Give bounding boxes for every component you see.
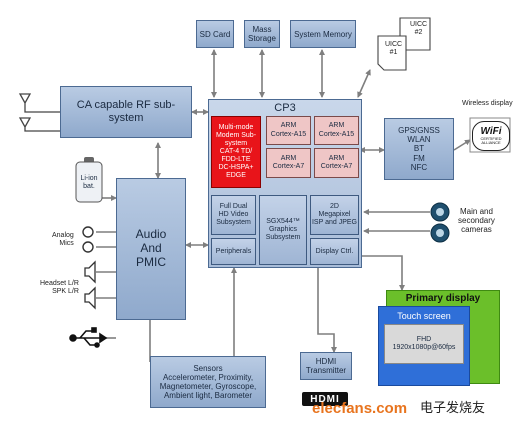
hdmi-transmitter-block: HDMI Transmitter bbox=[300, 352, 352, 380]
system-memory-block: System Memory bbox=[290, 20, 356, 48]
core-a7-2-label: ARM Cortex-A7 bbox=[320, 154, 353, 170]
graphics-subsystem-label: SGX544™ Graphics Subsystem bbox=[265, 217, 301, 242]
watermark-text: elecfans.com bbox=[312, 400, 408, 417]
modem-subsystem-label: Multi-mode Modem Sub- system CAT-4 TD/ F… bbox=[215, 123, 257, 180]
hdmi-logo-text: HDMI bbox=[310, 393, 340, 405]
wifi-logo-sub: CERTIFIED bbox=[480, 136, 502, 141]
audio-pmic-label: Audio And PMIC bbox=[135, 227, 167, 269]
uicc-cards bbox=[377, 17, 431, 71]
sensors-block: Sensors Accelerometer, Proximity, Magnet… bbox=[150, 356, 266, 408]
connectivity-block: GPS/GNSS WLAN BT FM NFC bbox=[384, 118, 454, 180]
rf-subsystem-label: CA capable RF sub- system bbox=[76, 99, 176, 124]
arrow-sensors bbox=[231, 267, 251, 365]
hdmi-logo-icon: HDMI bbox=[302, 392, 348, 406]
core-a15-1-label: ARM Cortex-A15 bbox=[270, 122, 307, 138]
battery-label-box: Li-ion bat. bbox=[76, 168, 102, 198]
speaker-icons bbox=[84, 260, 96, 310]
arrow-display bbox=[362, 255, 405, 291]
primary-display-label: Primary display bbox=[405, 293, 481, 304]
modem-subsystem-block: Multi-mode Modem Sub- system CAT-4 TD/ F… bbox=[211, 116, 261, 188]
cp3-title: CP3 bbox=[274, 102, 296, 114]
core-a15-2: ARM Cortex-A15 bbox=[314, 116, 359, 145]
mic-icon-1 bbox=[82, 226, 94, 238]
watermark-cn-text: 电子发烧友 bbox=[420, 400, 486, 415]
display-ctrl-block: Display Ctrl. bbox=[310, 238, 359, 265]
antenna-icons bbox=[18, 93, 60, 132]
isp-jpeg-block: 2D Megapixel ISP and JPEG bbox=[310, 195, 359, 235]
fhd-panel: FHD 1920x1080p@60fps bbox=[384, 324, 464, 364]
rf-subsystem-block: CA capable RF sub- system bbox=[60, 86, 192, 138]
usb-icon bbox=[69, 327, 108, 348]
sd-card-label: SD Card bbox=[199, 29, 231, 39]
mic-icon-2 bbox=[82, 241, 94, 253]
graphics-subsystem-block: SGX544™ Graphics Subsystem bbox=[259, 195, 307, 265]
antenna-icon-bottom bbox=[18, 117, 60, 132]
fhd-label: FHD 1920x1080p@60fps bbox=[392, 335, 456, 351]
analog-mics-label: Analog Mics bbox=[52, 232, 74, 248]
cameras-label: Main and secondary cameras bbox=[458, 207, 495, 235]
audio-pmic-block: Audio And PMIC bbox=[116, 178, 186, 320]
touch-screen-label: Touch screen bbox=[397, 311, 451, 321]
arrow-hdmi bbox=[317, 268, 337, 353]
battery-icon bbox=[75, 157, 103, 203]
sd-card-block: SD Card bbox=[196, 20, 234, 48]
connectivity-label: GPS/GNSS WLAN BT FM NFC bbox=[398, 126, 440, 172]
system-memory-label: System Memory bbox=[294, 29, 352, 39]
headset-label: Headset L/R SPK L/R bbox=[40, 280, 79, 296]
core-a7-1: ARM Cortex-A7 bbox=[266, 148, 311, 178]
wifi-logo-text: WiFi bbox=[480, 126, 502, 137]
mic-icons bbox=[82, 226, 94, 253]
wifi-logo-sub2: ALLIANCE bbox=[481, 140, 501, 145]
mass-storage-label: Mass Storage bbox=[247, 24, 277, 43]
mass-storage-block: Mass Storage bbox=[244, 20, 280, 48]
camera-icons bbox=[430, 202, 450, 243]
uicc1-label: UICC #1 bbox=[385, 41, 403, 57]
uicc2-label: UICC #2 bbox=[410, 21, 428, 37]
core-a15-1: ARM Cortex-A15 bbox=[266, 116, 311, 145]
uicc1-card bbox=[377, 35, 407, 71]
speaker-icon-2 bbox=[84, 286, 96, 310]
isp-jpeg-label: 2D Megapixel ISP and JPEG bbox=[311, 202, 357, 227]
arrow-wireless bbox=[453, 139, 471, 151]
arrow-uicc bbox=[357, 69, 371, 98]
peripherals-block: Peripherals bbox=[211, 238, 256, 265]
battery-label: Li-ion bat. bbox=[80, 174, 98, 190]
display-ctrl-label: Display Ctrl. bbox=[315, 248, 354, 255]
core-a7-1-label: ARM Cortex-A7 bbox=[272, 154, 305, 170]
sensors-label: Sensors Accelerometer, Proximity, Magnet… bbox=[159, 363, 257, 401]
core-a7-2: ARM Cortex-A7 bbox=[314, 148, 359, 178]
wifi-logo-icon: WiFi CERTIFIED ALLIANCE bbox=[472, 121, 510, 151]
wireless-display-label: Wireless display bbox=[462, 100, 513, 107]
antenna-icon-top bbox=[18, 93, 60, 113]
peripherals-label: Peripherals bbox=[215, 248, 252, 255]
hdmi-transmitter-label: HDMI Transmitter bbox=[305, 356, 347, 375]
video-subsystem-block: Full Dual HD Video Subsystem bbox=[211, 195, 256, 235]
core-a15-2-label: ARM Cortex-A15 bbox=[318, 122, 355, 138]
speaker-icon-1 bbox=[84, 260, 96, 284]
video-subsystem-label: Full Dual HD Video Subsystem bbox=[216, 202, 251, 227]
